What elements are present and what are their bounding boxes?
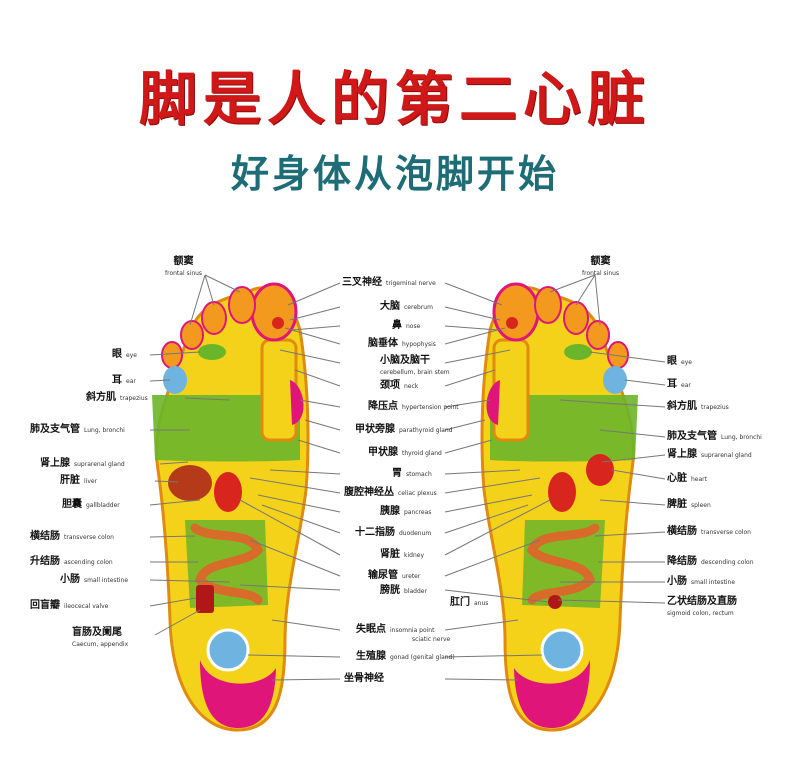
left-appendix bbox=[196, 585, 214, 613]
right-toe-2 bbox=[534, 286, 562, 324]
right-gonad bbox=[540, 628, 584, 672]
right-parathyroid-zone bbox=[486, 380, 500, 425]
left-toe-3 bbox=[201, 301, 227, 335]
center-label-sciatic-nerve: sciatic nerve bbox=[412, 636, 451, 643]
right-intestine bbox=[526, 523, 600, 605]
right-eye-zone bbox=[564, 344, 592, 360]
right-heel-zone bbox=[514, 660, 590, 728]
right-toe-big bbox=[492, 282, 540, 342]
right-toe-3 bbox=[563, 301, 589, 335]
right-toe-4 bbox=[586, 320, 610, 350]
right-kidney bbox=[548, 472, 576, 512]
left-intestine bbox=[190, 523, 264, 605]
page-title: 脚是人的第二心脏 bbox=[138, 65, 651, 133]
left-heel-zone bbox=[200, 660, 276, 728]
left-gonad bbox=[206, 628, 250, 672]
left-pituitary bbox=[272, 317, 284, 329]
right-ear-zone bbox=[603, 366, 627, 394]
right-anus-point bbox=[548, 595, 562, 609]
page-subtitle: 好身体从泡脚开始 bbox=[230, 151, 559, 196]
center-label-sciatic-nerve-zh: 坐骨神经 bbox=[344, 673, 384, 684]
left-ear-zone bbox=[163, 366, 187, 394]
left-kidney bbox=[214, 472, 242, 512]
left-eye-zone bbox=[198, 344, 226, 360]
left-liver bbox=[168, 465, 212, 501]
left-toe-4 bbox=[180, 320, 204, 350]
leader-lines bbox=[149, 274, 666, 681]
left-toe-big bbox=[250, 282, 298, 342]
left-toe-2 bbox=[228, 286, 256, 324]
right-foot bbox=[480, 282, 638, 732]
left-parathyroid-zone bbox=[290, 380, 304, 425]
right-heart bbox=[586, 454, 614, 486]
right-pituitary bbox=[506, 317, 518, 329]
left-toe-5 bbox=[161, 341, 183, 369]
